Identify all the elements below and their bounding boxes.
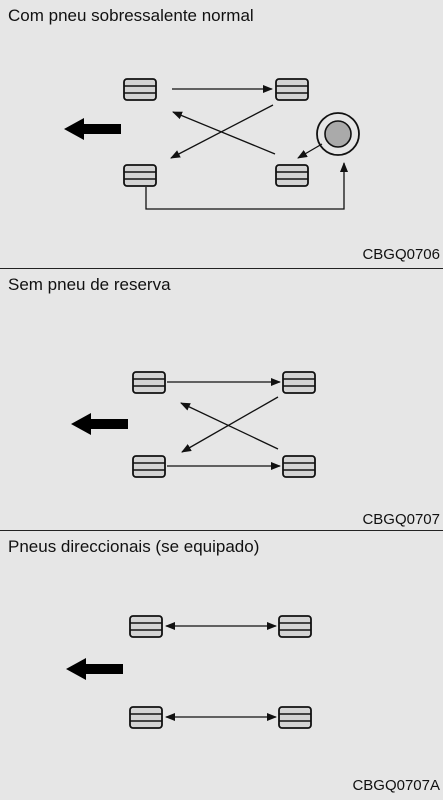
tire-rear-left-icon <box>132 455 166 478</box>
rotation-arrow-fr-to-rl <box>181 396 279 453</box>
tire-rear-left-icon <box>129 706 163 729</box>
tire-rear-right-icon <box>278 706 312 729</box>
direction-arrow-icon <box>71 413 128 435</box>
tire-front-right-icon <box>282 371 316 394</box>
rotation-arrow-rl-to-spare <box>145 162 348 210</box>
tire-rear-right-icon <box>275 164 309 187</box>
tire-front-right-icon <box>275 78 309 101</box>
figure-code: CBGQ0706 <box>362 246 440 263</box>
figure-code: CBGQ0707A <box>352 777 440 794</box>
rotation-diagram-without-spare <box>71 371 316 478</box>
panel-with-spare: Com pneu sobressalente normal <box>0 0 443 268</box>
rotation-arrow-spare-to-rr <box>297 143 323 159</box>
panel-title: Pneus direccionais (se equipado) <box>8 537 260 556</box>
divider <box>0 268 443 269</box>
tire-front-right-icon <box>278 615 312 638</box>
panel-directional-tires: Pneus direccionais (se equipado) <box>0 531 443 800</box>
rotation-diagram-with-spare <box>64 78 360 210</box>
direction-arrow-icon <box>66 658 123 680</box>
panel-title: Sem pneu de reserva <box>8 275 171 294</box>
spare-tire-icon <box>316 112 360 156</box>
divider <box>0 530 443 531</box>
tire-front-left-icon <box>123 78 157 101</box>
tire-rear-right-icon <box>282 455 316 478</box>
direction-arrow-icon <box>64 118 121 140</box>
panel-without-spare: Sem pneu de reserva <box>0 269 443 530</box>
tire-front-left-icon <box>132 371 166 394</box>
rotation-arrow-rr-to-fl <box>172 111 276 155</box>
tire-rear-left-icon <box>123 164 157 187</box>
rotation-diagram-directional <box>66 615 312 729</box>
rotation-arrow-fr-to-rl <box>170 104 274 159</box>
panel-title: Com pneu sobressalente normal <box>8 6 254 25</box>
rotation-arrow-rr-to-fl <box>180 402 279 450</box>
figure-code: CBGQ0707 <box>362 511 440 528</box>
tire-front-left-icon <box>129 615 163 638</box>
